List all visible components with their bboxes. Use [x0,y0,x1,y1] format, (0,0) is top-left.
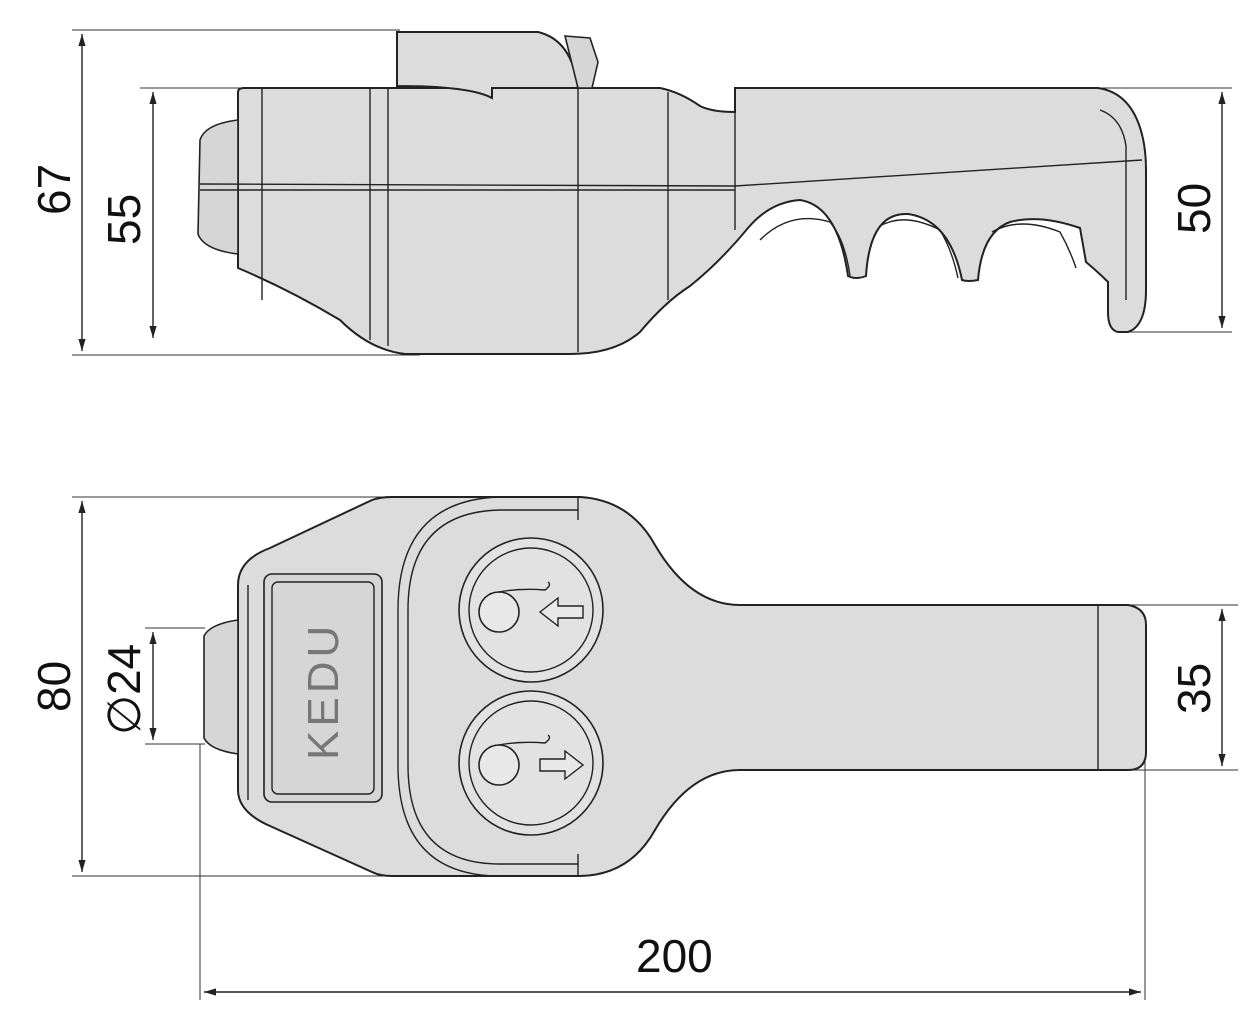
dim-35: 35 [1168,663,1220,714]
dim-50: 50 [1168,183,1220,234]
arrow-right-icon [539,749,585,781]
winch-in-button[interactable] [458,537,604,683]
dim-200: 200 [636,930,713,982]
dim-67: 67 [28,164,80,215]
dim-55: 55 [98,194,150,245]
side-view: 67 55 50 [28,29,1232,356]
brand-logo: KEDU [299,622,348,760]
dim-diameter-24: ∅24 [98,644,150,735]
top-view: KEDU 80 ∅24 35 200 [28,496,1238,1000]
arrow-left-icon [538,596,584,628]
dim-80: 80 [28,661,80,712]
winch-out-button[interactable] [458,690,604,836]
